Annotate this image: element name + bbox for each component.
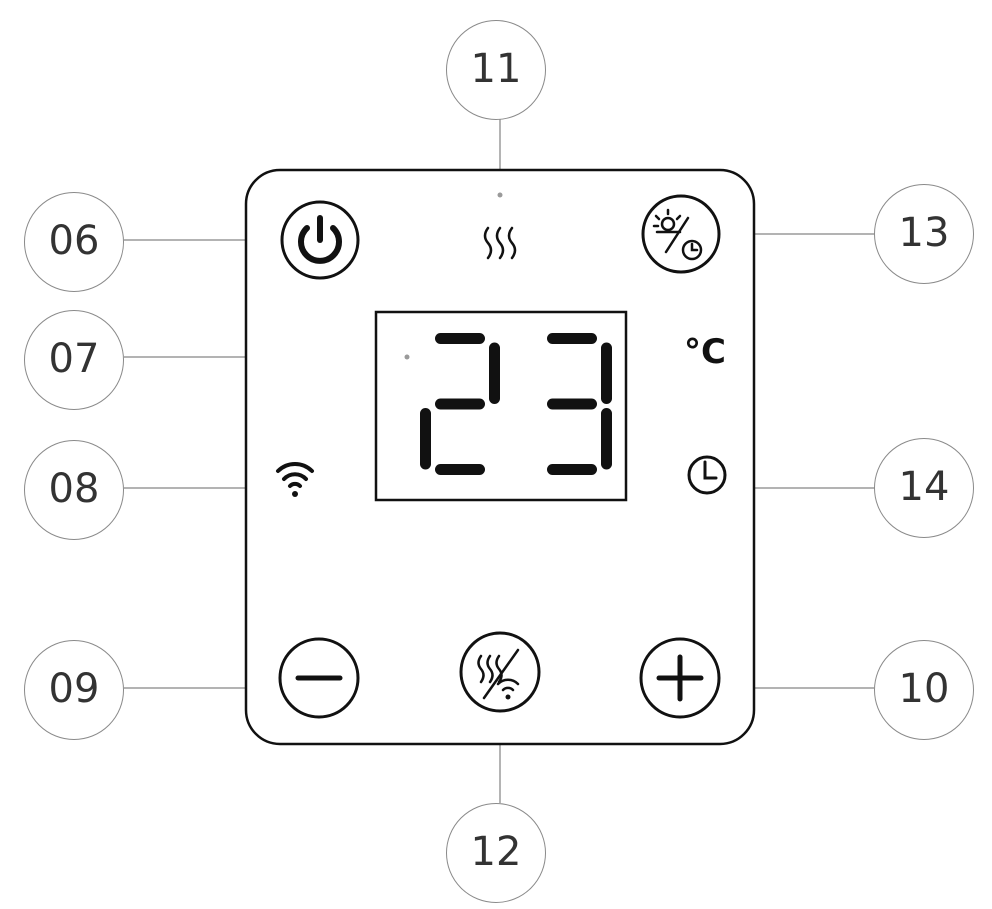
callout-07: 07 [24, 310, 124, 410]
callout-11: 11 [446, 20, 546, 120]
digit-1-segment-e [420, 408, 431, 470]
leader-anchors [404, 192, 503, 360]
heat-waves-icon [483, 226, 517, 260]
digit-2-segment-d [547, 464, 597, 475]
power-button[interactable] [280, 200, 360, 280]
plus-icon [656, 654, 704, 702]
digit-2-segment-g [547, 398, 597, 410]
minus-button[interactable] [278, 637, 360, 719]
callout-13: 13 [874, 184, 974, 284]
sun-timer-button[interactable] [641, 194, 721, 274]
callout-14: 14 [874, 438, 974, 538]
plus-button[interactable] [639, 637, 721, 719]
unit-label: °C [684, 332, 726, 372]
digit-2-segment-c [601, 408, 612, 470]
callout-09: 09 [24, 640, 124, 740]
power-icon [298, 215, 342, 264]
heat-wifi-icon [477, 648, 520, 700]
callout-06: 06 [24, 192, 124, 292]
callout-12: 12 [446, 803, 546, 903]
wifi-icon [276, 461, 314, 497]
digit-1-segment-a [435, 333, 485, 344]
callout-10: 10 [874, 640, 974, 740]
heat-wifi-button[interactable] [459, 631, 541, 713]
digit-2-segment-b [601, 342, 612, 404]
digit-1-segment-d [435, 464, 485, 475]
callout-08: 08 [24, 440, 124, 540]
digit-1-segment-g [435, 398, 485, 410]
digit-2-segment-a [547, 333, 597, 344]
digit-1-segment-b [489, 342, 500, 404]
sun-percent-timer-icon [652, 208, 703, 261]
temperature-digits [420, 333, 612, 475]
clock-icon [687, 455, 727, 495]
